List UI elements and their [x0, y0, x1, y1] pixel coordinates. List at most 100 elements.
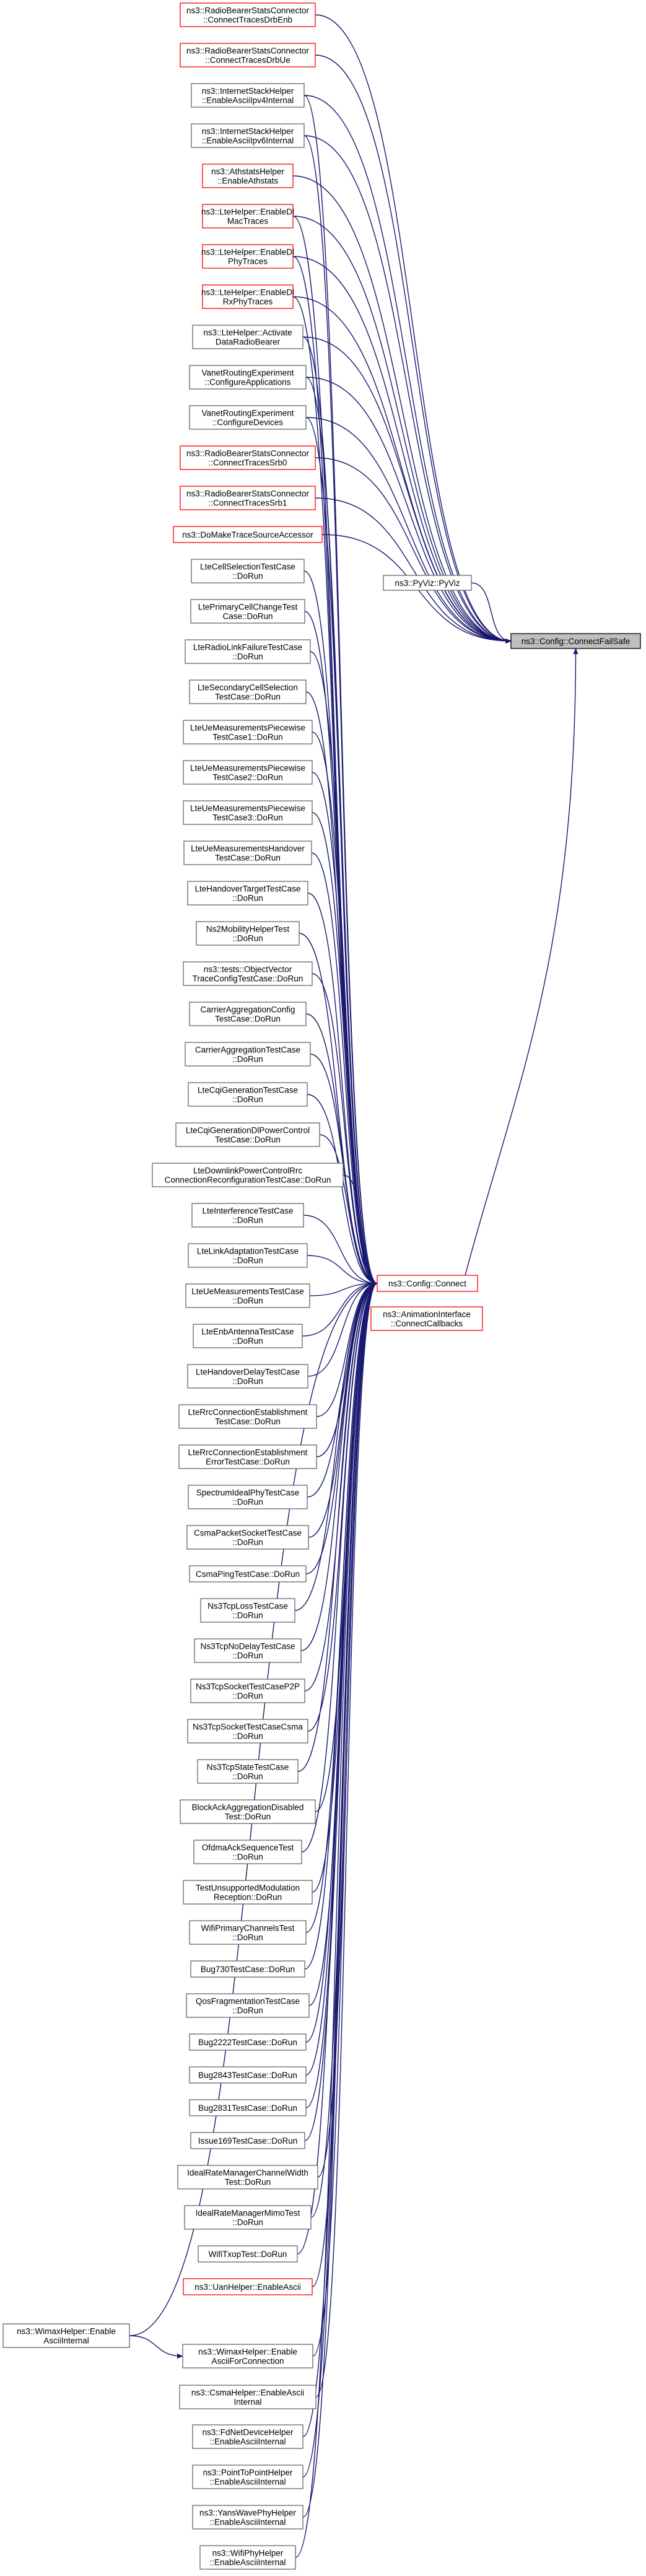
graph-node-anim[interactable]: ns3::AnimationInterface::ConnectCallback…	[370, 1306, 483, 1331]
node-label-line: CarrierAggregationTestCase	[195, 1046, 300, 1055]
graph-node-connect[interactable]: ns3::Config::Connect	[377, 1275, 478, 1292]
node-label-line: Ns3TcpSocketTestCaseP2P	[196, 1682, 300, 1692]
node-label-line: ConnectionReconfigurationTestCase::DoRun	[165, 1176, 331, 1185]
node-label-line: ErrorTestCase::DoRun	[206, 1457, 290, 1467]
graph-node-n62[interactable]: ns3::PointToPointHelper::EnableAsciiInte…	[192, 2465, 303, 2489]
graph-node-n22[interactable]: LteHandoverTargetTestCase::DoRun	[187, 881, 308, 906]
graph-node-n0[interactable]: ns3::RadioBearerStatsConnector::ConnectT…	[180, 2, 316, 27]
graph-node-n53[interactable]: Bug2831TestCase::DoRun	[189, 2099, 307, 2116]
graph-node-n27[interactable]: LteCqiGenerationTestCase::DoRun	[188, 1082, 308, 1107]
graph-node-n11[interactable]: ns3::RadioBearerStatsConnector::ConnectT…	[180, 445, 316, 470]
graph-node-n35[interactable]: LteRrcConnectionEstablishmentTestCase::D…	[178, 1404, 317, 1429]
graph-node-n59[interactable]: ns3::WimaxHelper::EnableAsciiForConnecti…	[182, 2344, 313, 2369]
call-edge-36	[310, 1054, 378, 1286]
graph-node-n40[interactable]: Ns3TcpLossTestCase::DoRun	[200, 1598, 295, 1623]
graph-node-n63[interactable]: ns3::YansWavePhyHelper::EnableAsciiInter…	[192, 2505, 303, 2530]
graph-node-n34[interactable]: LteHandoverDelayTestCase::DoRun	[187, 1364, 308, 1389]
node-box	[189, 1002, 307, 1026]
graph-node-n61[interactable]: ns3::FdNetDeviceHelper::EnableAsciiInter…	[192, 2424, 303, 2449]
graph-node-n13[interactable]: ns3::DoMakeTraceSourceAccessor	[173, 526, 323, 543]
graph-node-n60[interactable]: ns3::CsmaHelper::EnableAsciiInternal	[179, 2385, 316, 2409]
node-label-line: ns3::FdNetDeviceHelper	[202, 2428, 294, 2437]
graph-node-n52[interactable]: Bug2843TestCase::DoRun	[189, 2066, 307, 2084]
graph-node-n29[interactable]: LteDownlinkPowerControlRrcConnectionReco…	[152, 1163, 344, 1187]
node-box	[180, 43, 316, 68]
node-label-line: ::EnableAsciiInternal	[209, 2478, 286, 2487]
graph-node-n18[interactable]: LteUeMeasurementsPiecewiseTestCase1::DoR…	[183, 720, 313, 744]
graph-node-n3[interactable]: ns3::InternetStackHelper::EnableAsciiIpv…	[191, 123, 305, 148]
node-label-line: Ns3TcpNoDelayTestCase	[200, 1642, 295, 1651]
node-box	[191, 83, 305, 108]
graph-node-n20[interactable]: LteUeMeasurementsPiecewiseTestCase3::DoR…	[183, 800, 313, 825]
call-edge-29	[312, 772, 378, 1286]
graph-node-n30[interactable]: LteInterferenceTestCase::DoRun	[191, 1203, 304, 1228]
node-label-line: IdealRateManagerMimoTest	[196, 2209, 300, 2218]
graph-node-n23[interactable]: Ns2MobilityHelperTest::DoRun	[196, 921, 300, 946]
call-edge-47	[307, 1281, 378, 1498]
graph-node-n1[interactable]: ns3::RadioBearerStatsConnector::ConnectT…	[180, 43, 316, 68]
node-label-line: ::DoRun	[232, 1538, 263, 1547]
node-label-line: LteDownlinkPowerControlRrc	[193, 1166, 303, 1176]
graph-node-n44[interactable]: Ns3TcpStateTestCase::DoRun	[197, 1759, 299, 1784]
graph-node-n36[interactable]: LteRrcConnectionEstablishmentErrorTestCa…	[178, 1444, 317, 1469]
graph-node-n37[interactable]: SpectrumIdealPhyTestCase::DoRun	[188, 1485, 308, 1509]
graph-node-n16[interactable]: LteRadioLinkFailureTestCase::DoRun	[185, 639, 311, 664]
node-label-line: LteUeMeasurementsPiecewise	[190, 764, 305, 773]
graph-node-n48[interactable]: WifiPrimaryChannelsTest::DoRun	[189, 1920, 307, 1945]
graph-node-n50[interactable]: QosFragmentationTestCase::DoRun	[186, 1993, 310, 2018]
node-box	[383, 575, 472, 591]
graph-node-target[interactable]: ns3::Config::ConnectFailSafe	[510, 633, 641, 649]
graph-node-n12[interactable]: ns3::RadioBearerStatsConnector::ConnectT…	[180, 486, 316, 510]
graph-node-n64[interactable]: ns3::WifiPhyHelper::EnableAsciiInternal	[199, 2545, 296, 2570]
graph-node-n47[interactable]: TestUnsupportedModulationReception::DoRu…	[183, 1880, 313, 1905]
graph-node-n42[interactable]: Ns3TcpSocketTestCaseP2P::DoRun	[190, 1679, 305, 1703]
graph-node-n26[interactable]: CarrierAggregationTestCase::DoRun	[185, 1042, 311, 1067]
graph-node-n43[interactable]: Ns3TcpSocketTestCaseCsma::DoRun	[187, 1719, 308, 1744]
node-box	[2, 2323, 130, 2348]
graph-node-n58[interactable]: ns3::UanHelper::EnableAscii	[183, 2278, 313, 2295]
graph-node-n4[interactable]: ns3::AthstatsHelper::EnableAthstats	[202, 164, 294, 188]
graph-node-n10[interactable]: VanetRoutingExperiment::ConfigureDevices	[189, 405, 307, 430]
graph-node-n9[interactable]: VanetRoutingExperiment::ConfigureApplica…	[189, 365, 307, 390]
call-edge-15	[465, 648, 578, 1276]
graph-node-n51[interactable]: Bug2222TestCase::DoRun	[189, 2033, 307, 2051]
graph-node-n57[interactable]: WifiTxopTest::DoRun	[198, 2245, 298, 2263]
node-box	[202, 284, 294, 309]
graph-node-pyviz[interactable]: ns3::PyViz::PyViz	[383, 575, 472, 591]
graph-node-n33[interactable]: LteEnbAntennaTestCase::DoRun	[193, 1324, 303, 1348]
node-label-line: VanetRoutingExperiment	[201, 409, 294, 418]
node-box	[183, 720, 313, 744]
graph-node-n28[interactable]: LteCqiGenerationDlPowerControlTestCase::…	[175, 1122, 320, 1147]
graph-node-n24[interactable]: ns3::tests::ObjectVectorTraceConfigTestC…	[183, 961, 313, 986]
node-label-line: Issue169TestCase::DoRun	[198, 2136, 298, 2146]
call-edge-64	[304, 1281, 378, 2141]
graph-node-n39[interactable]: CsmaPingTestCase::DoRun	[189, 1565, 307, 1583]
node-label-line: ns3::YansWavePhyHelper	[199, 2508, 297, 2518]
call-edge-54	[297, 1281, 378, 1772]
graph-node-n38[interactable]: CsmaPacketSocketTestCase::DoRun	[186, 1525, 309, 1550]
graph-node-n46[interactable]: OfdmaAckSequenceTest::DoRun	[193, 1840, 302, 1864]
graph-node-n19[interactable]: LteUeMeasurementsPiecewiseTestCase2::DoR…	[183, 760, 313, 785]
graph-node-n41[interactable]: Ns3TcpNoDelayTestCase::DoRun	[194, 1638, 302, 1663]
graph-node-n49[interactable]: Bug730TestCase::DoRun	[190, 1960, 305, 1978]
graph-node-n31[interactable]: LteLinkAdaptationTestCase::DoRun	[188, 1243, 308, 1268]
graph-node-n56[interactable]: IdealRateManagerMimoTest::DoRun	[184, 2205, 312, 2230]
node-box	[194, 1638, 302, 1663]
graph-node-wimaxAscii[interactable]: ns3::WimaxHelper::EnableAsciiInternal	[2, 2323, 130, 2348]
graph-node-n14[interactable]: LteCellSelectionTestCase::DoRun	[191, 559, 305, 583]
node-label-line: ns3::UanHelper::EnableAscii	[194, 2282, 301, 2292]
graph-node-n32[interactable]: LteUeMeasurementsTestCase::DoRun	[185, 1283, 310, 1308]
graph-node-n2[interactable]: ns3::InternetStackHelper::EnableAsciiIpv…	[191, 83, 305, 108]
graph-node-n54[interactable]: Issue169TestCase::DoRun	[190, 2132, 305, 2149]
node-label-line: CarrierAggregationConfig	[200, 1005, 295, 1015]
